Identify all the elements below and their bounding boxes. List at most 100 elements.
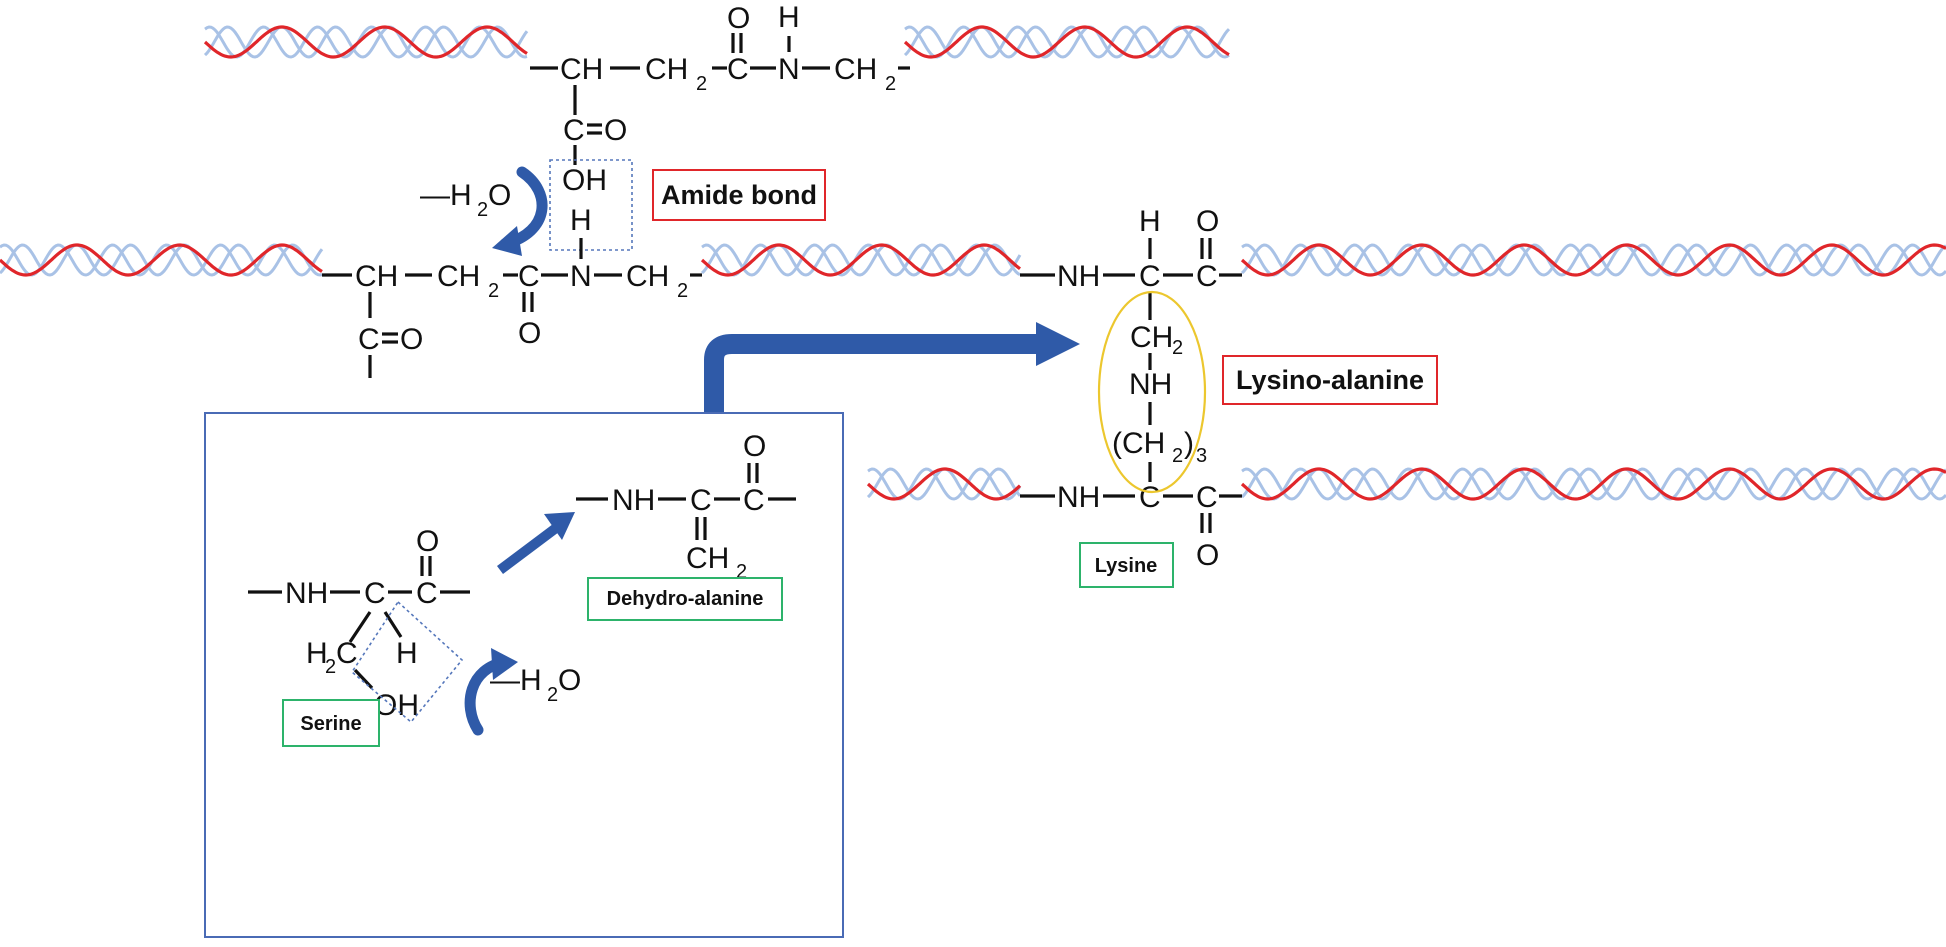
atom-nh: NH [1057,260,1100,293]
atom-o: O [400,323,423,356]
helix-strand-primary [700,243,1021,277]
main-arrow-head-icon [1036,322,1080,366]
subscript-2: 2 [477,199,488,221]
serine-structure: NH C C O H H 2 C OH [248,525,470,722]
helix-strand-secondary [866,467,1022,501]
middle-molecule: CH CH 2 C O N H CH 2 C O [322,204,702,378]
dehydroalanine-structure: NH C C O CH 2 [576,430,796,583]
lysine-label-box [1079,542,1174,588]
serine-label-box [282,699,380,747]
atom-nh: NH [612,484,655,517]
atom-ch: CH [355,260,398,293]
subscript-2: 2 [677,280,688,302]
atom-c: C [518,260,540,293]
atom-h: H [778,1,800,34]
helix-strand-secondary [904,25,1231,59]
helix-strand-primary [0,243,323,277]
atom-o: O [1196,205,1219,238]
helix-strand-primary [1240,243,1946,277]
top-molecule: CH CH 2 C O N H CH 2 C O OH [530,1,910,197]
serine-reaction-panel [204,412,844,938]
subscript-2: 2 [488,280,499,302]
atom-c: C [690,484,712,517]
water-loss-text: —H [420,179,472,212]
atom-h: H [1139,205,1161,238]
atom-nh: NH [1057,481,1100,514]
atom-c: C [364,577,386,610]
subscript-2: 2 [696,73,707,95]
atom-n: N [778,53,800,86]
water-elimination-box [549,159,633,251]
atom-c: C [1139,260,1161,293]
serine-label: Serine [300,713,361,735]
atom-c: C [358,323,380,356]
atom-h: H [396,637,418,670]
protein-chains [0,25,1946,501]
atom-c: C [1196,481,1218,514]
atom-nh: NH [285,577,328,610]
curved-arrow-head-icon [492,226,522,256]
atom-nh: NH [1129,368,1172,401]
subscript-2: 2 [547,684,558,706]
atom-ch2: CH [437,260,480,293]
atom-oh: OH [374,689,419,722]
atom-ch2: CH [686,542,729,575]
helix-strand-primary [903,25,1230,59]
atom-o: O [727,2,750,35]
atom-c: C [1139,481,1161,514]
amide-bond-label: Amide bond [661,180,817,210]
helix-strand-primary [866,467,1022,501]
atom-o: O [1196,539,1219,572]
atom-o: O [604,114,627,147]
atom-ch2: CH [626,260,669,293]
conversion-arrow-icon [497,524,559,574]
atom-c: C [563,114,585,147]
subscript-2: 2 [885,73,896,95]
helix-strand-secondary [1241,243,1946,277]
atom-n: N [570,260,592,293]
helix-strand-secondary [1241,467,1946,501]
subscript-2: 2 [1172,337,1183,359]
helix-strand-secondary [1240,243,1946,277]
lysinoalanine-label: Lysino-alanine [1236,365,1424,395]
serine-elimination-box [350,600,464,724]
atom-o: O [416,525,439,558]
paren-close: ) [1184,427,1194,460]
atom-o: O [518,317,541,350]
lysinoalanine-label-box [1222,355,1438,405]
helix-strand-secondary [0,243,323,277]
dehydroalanine-label: Dehydro-alanine [607,588,764,610]
atom-ch2: CH [834,53,877,86]
water-loss-o: O [488,179,511,212]
atom-h2c-h: H [306,637,328,670]
main-reaction-arrow-icon [704,334,1040,413]
atom-h2c-c: C [336,637,358,670]
subscript-2: 2 [1172,445,1183,467]
helix-strand-secondary [1240,467,1946,501]
atom-c: C [1196,260,1218,293]
atom-ch: CH [560,53,603,86]
helix-strand-primary [1240,467,1946,501]
atom-oh: OH [562,164,607,197]
lysinoalanine-structure: NH C H C O CH 2 NH (CH 2 ) 3 NH C C O [1020,205,1242,572]
subscript-2: 2 [325,656,336,678]
helix-strand-primary [203,25,528,59]
subscript-2: 2 [736,561,747,583]
atom-ch2: CH [645,53,688,86]
atom-ch2-paren: (CH [1112,427,1165,460]
crosslink-highlight-ellipse [1097,290,1207,494]
dehydroalanine-label-box [587,577,783,621]
atom-c: C [743,484,765,517]
atom-o: O [743,430,766,463]
helix-strand-secondary [903,25,1230,59]
helix-strand-secondary [700,243,1021,277]
subscript-3: 3 [1196,445,1207,467]
atom-h: H [570,204,592,237]
helix-strand-secondary [203,25,528,59]
lysine-label: Lysine [1095,555,1158,577]
conversion-arrow-head-icon [544,512,575,540]
atom-ch2: CH [1130,321,1173,354]
atom-c: C [727,53,749,86]
